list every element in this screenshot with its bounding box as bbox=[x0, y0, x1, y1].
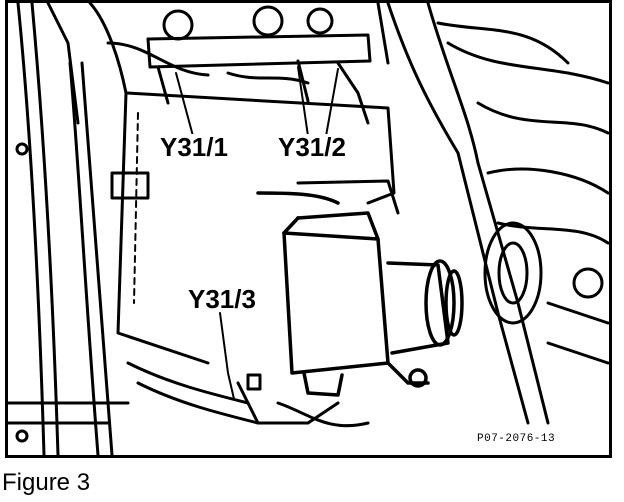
top-hoses bbox=[106, 3, 390, 125]
right-round-component bbox=[483, 221, 609, 365]
lower-connectors bbox=[8, 142, 370, 443]
air-flow-meter bbox=[256, 191, 464, 397]
part-code: P07-2076-13 bbox=[475, 433, 558, 445]
leader-lines bbox=[175, 66, 339, 400]
component-label-y31-3: Y31/3 bbox=[186, 284, 258, 314]
component-label-y31-2: Y31/2 bbox=[276, 132, 348, 162]
figure-caption: Figure 3 bbox=[2, 469, 91, 496]
firewall-panel bbox=[386, 3, 609, 425]
component-label-y31-1: Y31/1 bbox=[158, 132, 230, 162]
left-pipes bbox=[16, 3, 128, 455]
valve-block-body bbox=[110, 91, 400, 365]
engine-bay-line-drawing bbox=[8, 3, 609, 455]
figure-frame: Y31/1 Y31/2 Y31/3 P07-2076-13 bbox=[5, 0, 612, 458]
